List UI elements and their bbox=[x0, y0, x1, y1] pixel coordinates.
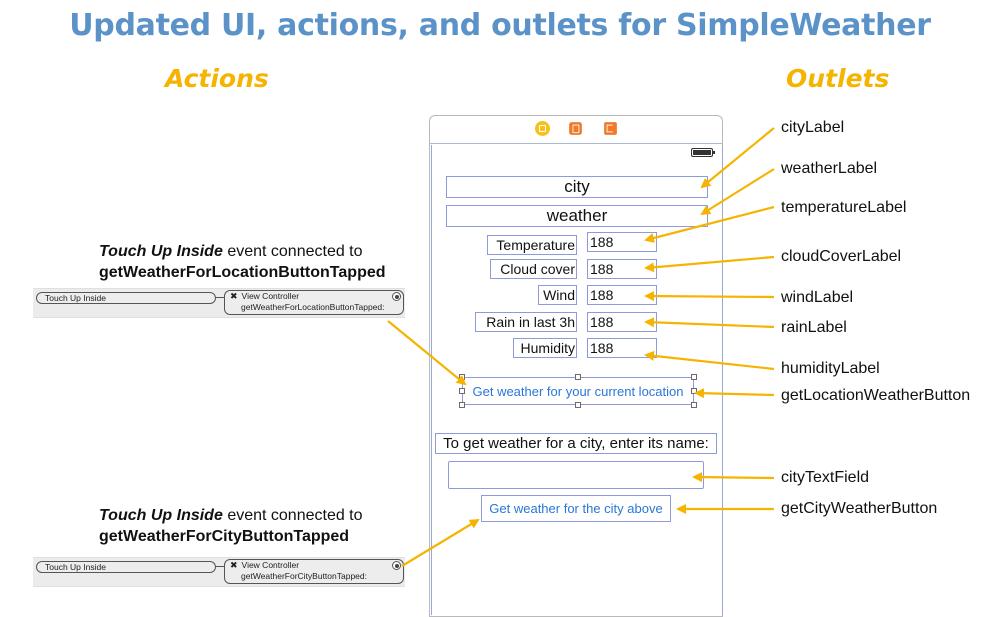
outlet-arrow-city-text-field bbox=[692, 472, 775, 483]
outlet-arrow-weather bbox=[700, 168, 775, 216]
outlet-name: getLocationWeatherButton bbox=[781, 387, 971, 404]
resize-handle[interactable] bbox=[575, 374, 581, 380]
get-city-weather-button[interactable]: Get weather for the city above bbox=[481, 495, 671, 522]
connection-method-label: getWeatherForCityButtonTapped: bbox=[241, 571, 367, 581]
connection-event-label: Touch Up Inside bbox=[45, 293, 106, 303]
temperature-caption: Temperature bbox=[487, 235, 577, 255]
cloud-cover-caption: Cloud cover bbox=[490, 259, 577, 279]
outlet-arrow-rain bbox=[644, 317, 775, 329]
exit-icon[interactable] bbox=[604, 122, 617, 135]
outlet-arrow-humidity bbox=[644, 350, 775, 371]
actions-heading: Actions bbox=[165, 64, 269, 93]
wind-caption: Wind bbox=[538, 285, 577, 305]
action-event-name: Touch Up Inside bbox=[99, 243, 223, 260]
connection-target-label: View Controller bbox=[241, 560, 300, 570]
battery-icon bbox=[691, 148, 715, 157]
rain-value-label: 188 bbox=[587, 312, 657, 332]
view-controller-icon[interactable] bbox=[535, 121, 550, 136]
connection-method-label: getWeatherForLocationButtonTapped: bbox=[241, 302, 385, 312]
connection-arrows bbox=[387, 127, 775, 567]
outlet-name: temperatureLabel bbox=[781, 199, 907, 216]
scene-dock-divider bbox=[429, 143, 723, 144]
action-arrow-location bbox=[387, 320, 467, 386]
action-arrow-city bbox=[401, 518, 480, 567]
outlet-name: getCityWeatherButton bbox=[781, 500, 938, 517]
outlet-arrow-wind bbox=[644, 291, 775, 302]
action-caption-location: Touch Up Inside event connected to getWe… bbox=[99, 241, 386, 283]
first-responder-icon[interactable] bbox=[569, 122, 582, 135]
resize-handle[interactable] bbox=[691, 374, 697, 380]
connection-event-pill[interactable]: Touch Up Inside bbox=[36, 561, 216, 573]
connection-line bbox=[216, 566, 226, 567]
outlets-heading: Outlets bbox=[786, 64, 890, 93]
humidity-caption: Humidity bbox=[513, 338, 577, 358]
connection-target-box[interactable]: ✖View Controller getWeatherForCityButton… bbox=[224, 559, 404, 584]
humidity-value-label: 188 bbox=[587, 338, 657, 358]
outlet-name: cloudCoverLabel bbox=[781, 248, 902, 265]
temperature-value-label: 188 bbox=[587, 232, 657, 252]
diagram-title: Updated UI, actions, and outlets for Sim… bbox=[69, 8, 931, 43]
outlet-name: weatherLabel bbox=[781, 160, 878, 177]
connection-event-label: Touch Up Inside bbox=[45, 562, 106, 572]
resize-handle[interactable] bbox=[459, 402, 465, 408]
action-method-name: getWeatherForLocationButtonTapped bbox=[99, 264, 386, 281]
action-event-name: Touch Up Inside bbox=[99, 507, 223, 524]
action-connector-text: event connected to bbox=[227, 243, 363, 260]
outlet-arrow-location-button bbox=[694, 388, 775, 399]
connection-target-label: View Controller bbox=[241, 291, 300, 301]
outlet-name: cityTextField bbox=[781, 469, 870, 486]
scene-view bbox=[431, 145, 723, 615]
connection-inspector-location: Touch Up Inside ✖View Controller getWeat… bbox=[33, 288, 405, 318]
cloud-cover-value-label: 188 bbox=[587, 259, 657, 279]
connection-event-pill[interactable]: Touch Up Inside bbox=[36, 292, 216, 304]
city-text-field[interactable] bbox=[448, 461, 704, 489]
outlet-arrow-city bbox=[700, 127, 775, 189]
resize-handle[interactable] bbox=[459, 388, 465, 394]
rain-caption: Rain in last 3h bbox=[475, 312, 577, 332]
wind-value-label: 188 bbox=[587, 285, 657, 305]
connection-dot-icon[interactable] bbox=[392, 561, 401, 570]
outlet-name: windLabel bbox=[781, 289, 854, 306]
action-caption-city: Touch Up Inside event connected to getWe… bbox=[99, 505, 363, 547]
connection-dot-icon[interactable] bbox=[392, 292, 401, 301]
resize-handle[interactable] bbox=[575, 402, 581, 408]
action-method-name: getWeatherForCityButtonTapped bbox=[99, 528, 350, 545]
outlet-arrow-cloud-cover bbox=[644, 255, 775, 273]
get-location-weather-button[interactable]: Get weather for your current location bbox=[462, 377, 694, 405]
outlet-name: rainLabel bbox=[781, 319, 847, 336]
instruction-label: To get weather for a city, enter its nam… bbox=[435, 433, 717, 454]
outlet-arrow-temperature bbox=[644, 205, 775, 243]
close-x-icon[interactable]: ✖ bbox=[230, 291, 238, 301]
city-label: city bbox=[446, 176, 708, 198]
connection-inspector-city: Touch Up Inside ✖View Controller getWeat… bbox=[33, 557, 405, 587]
close-x-icon[interactable]: ✖ bbox=[230, 560, 238, 570]
outlet-name: humidityLabel bbox=[781, 360, 880, 377]
connection-line bbox=[216, 297, 226, 298]
action-connector-text: event connected to bbox=[227, 507, 363, 524]
connection-target-box[interactable]: ✖View Controller getWeatherForLocationBu… bbox=[224, 290, 404, 315]
resize-handle[interactable] bbox=[691, 402, 697, 408]
weather-label: weather bbox=[446, 205, 708, 227]
outlet-name: cityLabel bbox=[781, 119, 845, 136]
